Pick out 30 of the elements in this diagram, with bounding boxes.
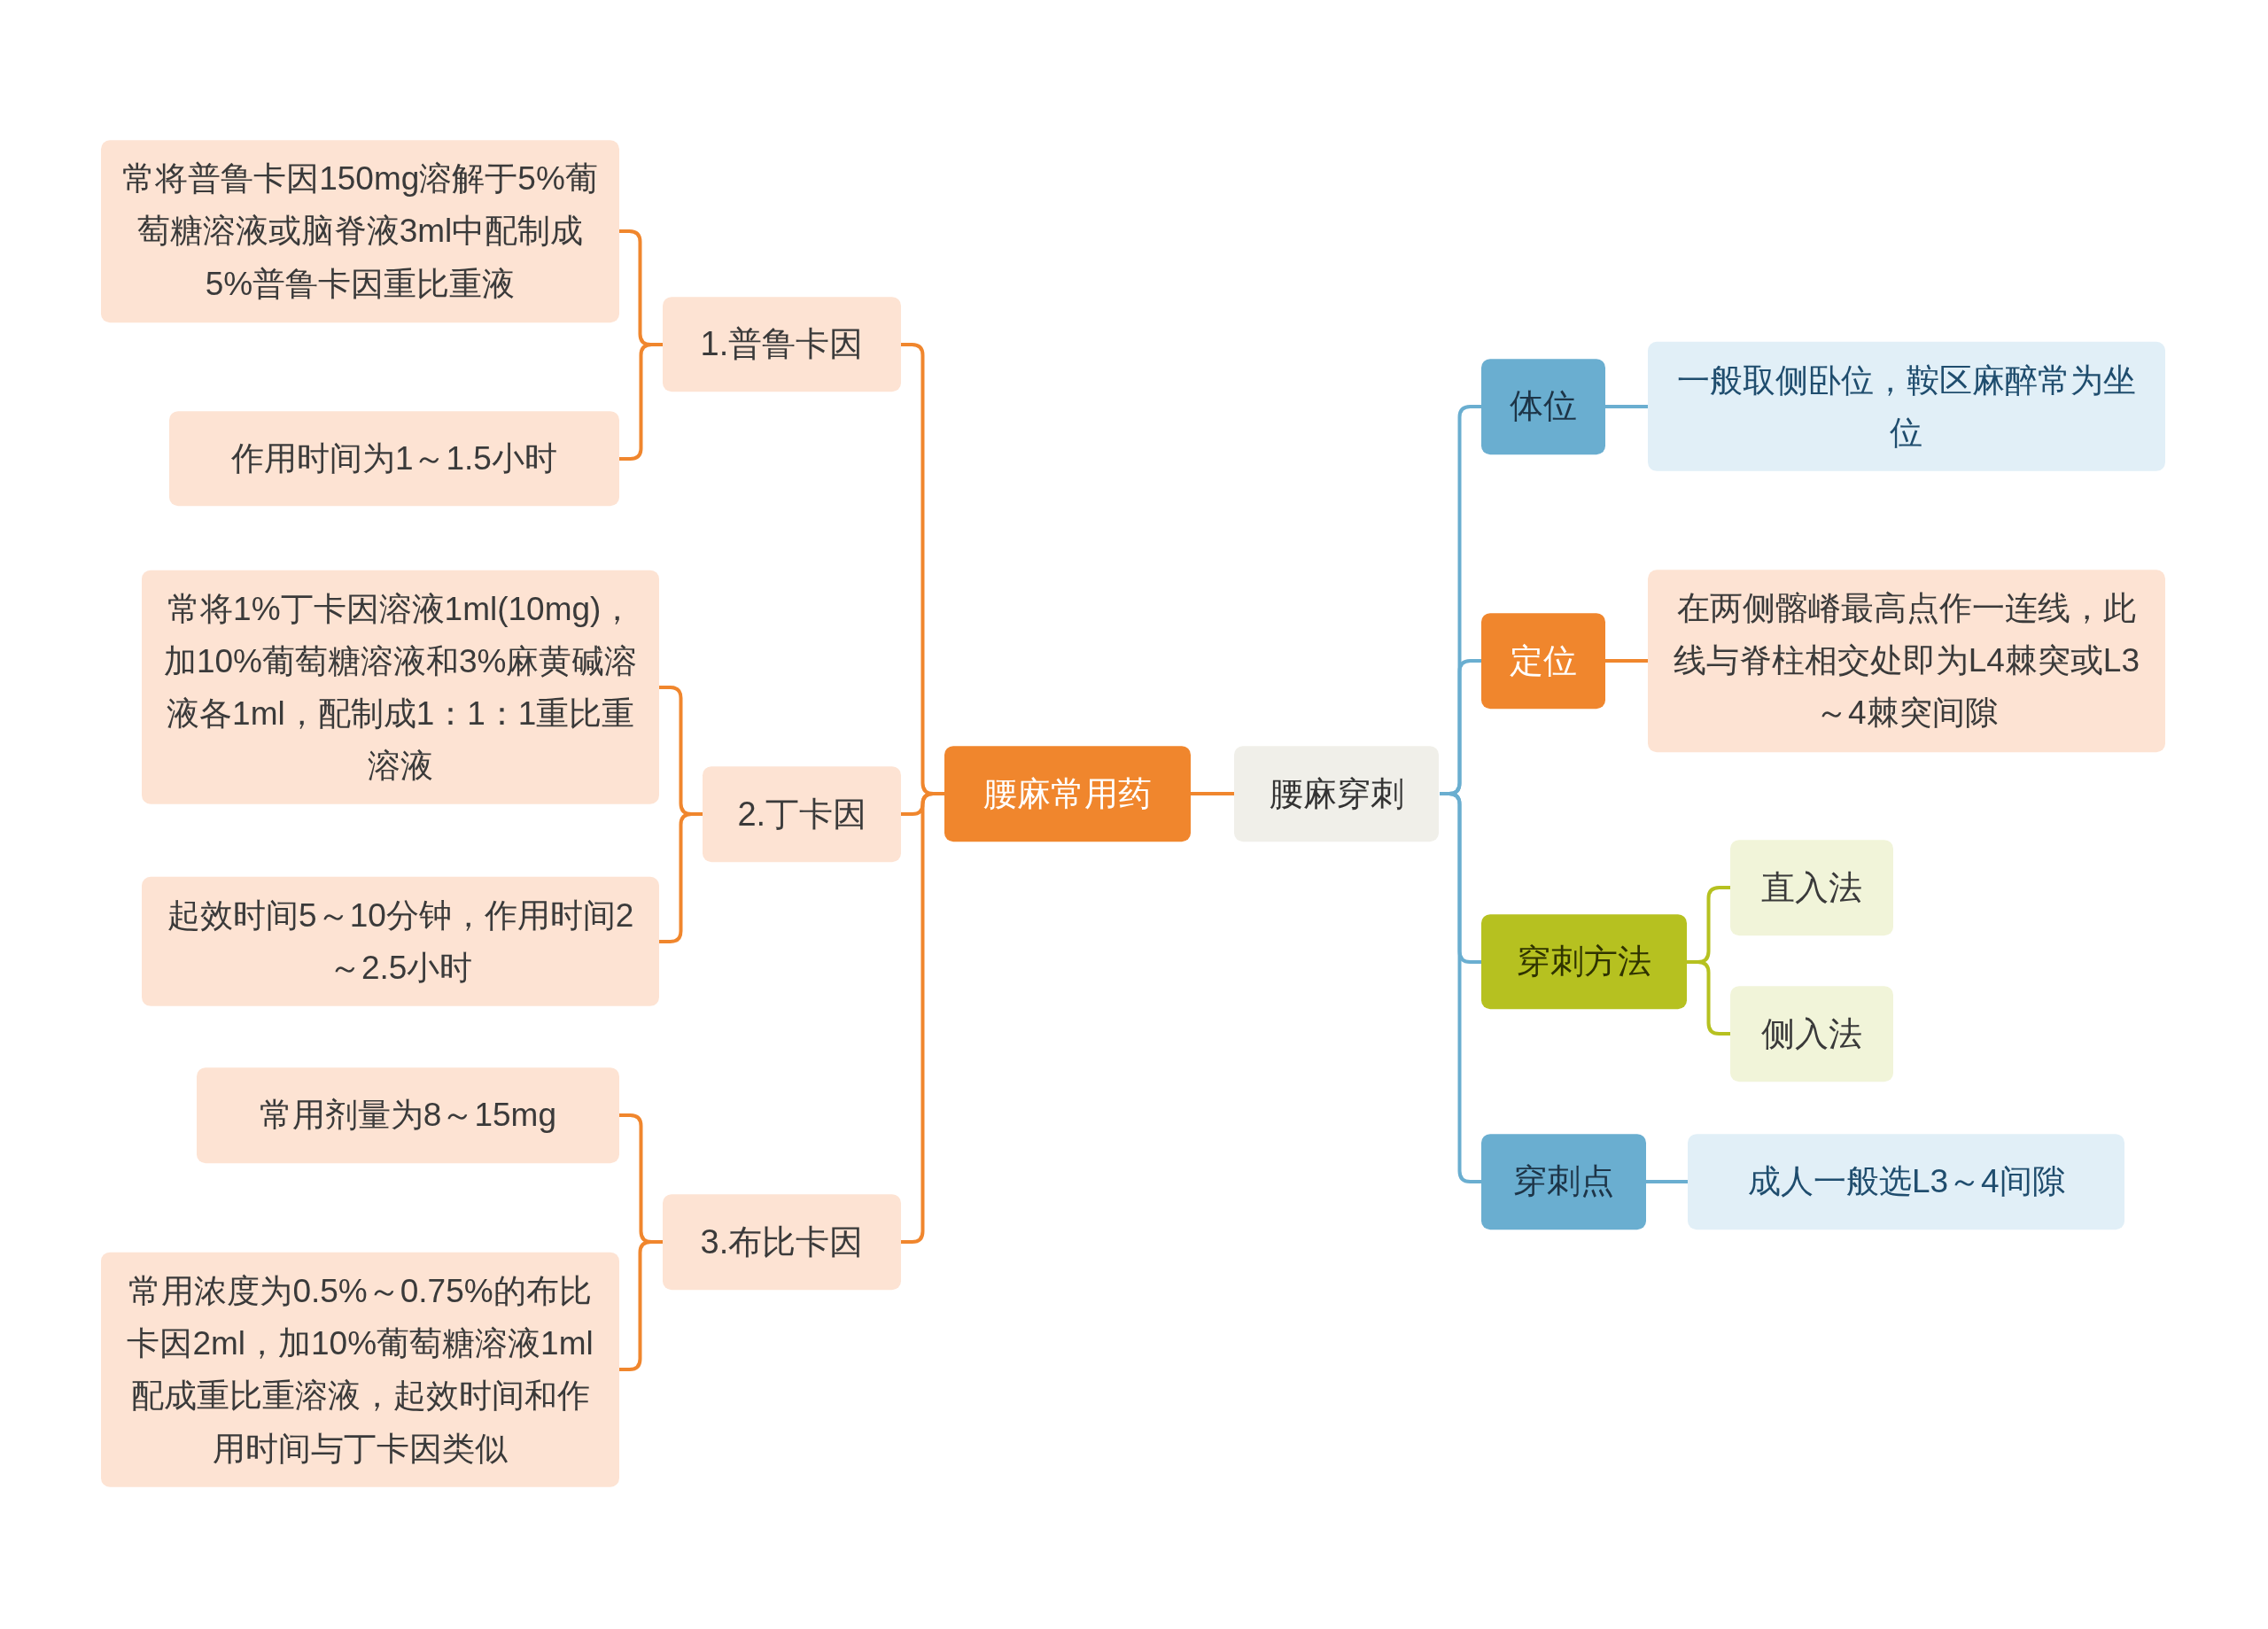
note-box: 在两侧髂嵴最高点作一连线，此线与脊柱相交处即为L4棘突或L3～4棘突间隙 [1647, 570, 2166, 752]
connector-line [1687, 960, 1730, 1036]
connector-line [901, 792, 944, 1244]
connector-line [659, 812, 703, 943]
connector-line [1191, 792, 1234, 795]
subtopic: 侧入法 [1729, 986, 1894, 1082]
subtopic: 3.布比卡因 [662, 1194, 902, 1291]
note-box: 成人一般选L3～4间隙 [1688, 1134, 2125, 1230]
note-box: 作用时间为1～1.5小时 [169, 410, 619, 507]
note-box: 起效时间5～10分钟，作用时间2～2.5小时 [142, 876, 660, 1007]
main-topic: 穿刺方法 [1480, 913, 1687, 1010]
connector-line [618, 1240, 663, 1371]
note-box: 一般取侧卧位，鞍区麻醉常为坐位 [1647, 341, 2166, 471]
note-box: 常将普鲁卡因150mg溶解于5%葡萄糖溶液或脑脊液3ml中配制成5%普鲁卡因重比重液 [101, 140, 619, 322]
connector-line [1646, 1180, 1688, 1183]
main-topic: 穿刺点 [1480, 1134, 1646, 1230]
note-box: 常将1%丁卡因溶液1ml(10mg)，加10%葡萄糖溶液和3%麻黄碱溶液各1ml，配制成1：1：1重比重溶液 [142, 570, 660, 804]
subtopic: 2.丁卡因 [703, 766, 902, 863]
connector-line [1440, 792, 1481, 1183]
connector-line [619, 343, 663, 461]
connector-line [1605, 405, 1648, 408]
subtopic: 1.普鲁卡因 [662, 296, 902, 392]
note-box: 常用浓度为0.5%～0.75%的布比卡因2ml，加10%葡萄糖溶液1ml配成重比重溶液，起效时间和作用时间与丁卡因类似 [101, 1252, 619, 1487]
subtopic: 直入法 [1729, 840, 1894, 936]
main-topic: 腰麻常用药 [944, 746, 1191, 842]
main-topic: 体位 [1480, 358, 1606, 454]
main-topic: 定位 [1480, 613, 1606, 709]
connector-line [1605, 659, 1648, 663]
note-box: 常用剂量为8～15mg [197, 1067, 619, 1163]
central-topic: 腰麻穿刺 [1233, 746, 1440, 842]
